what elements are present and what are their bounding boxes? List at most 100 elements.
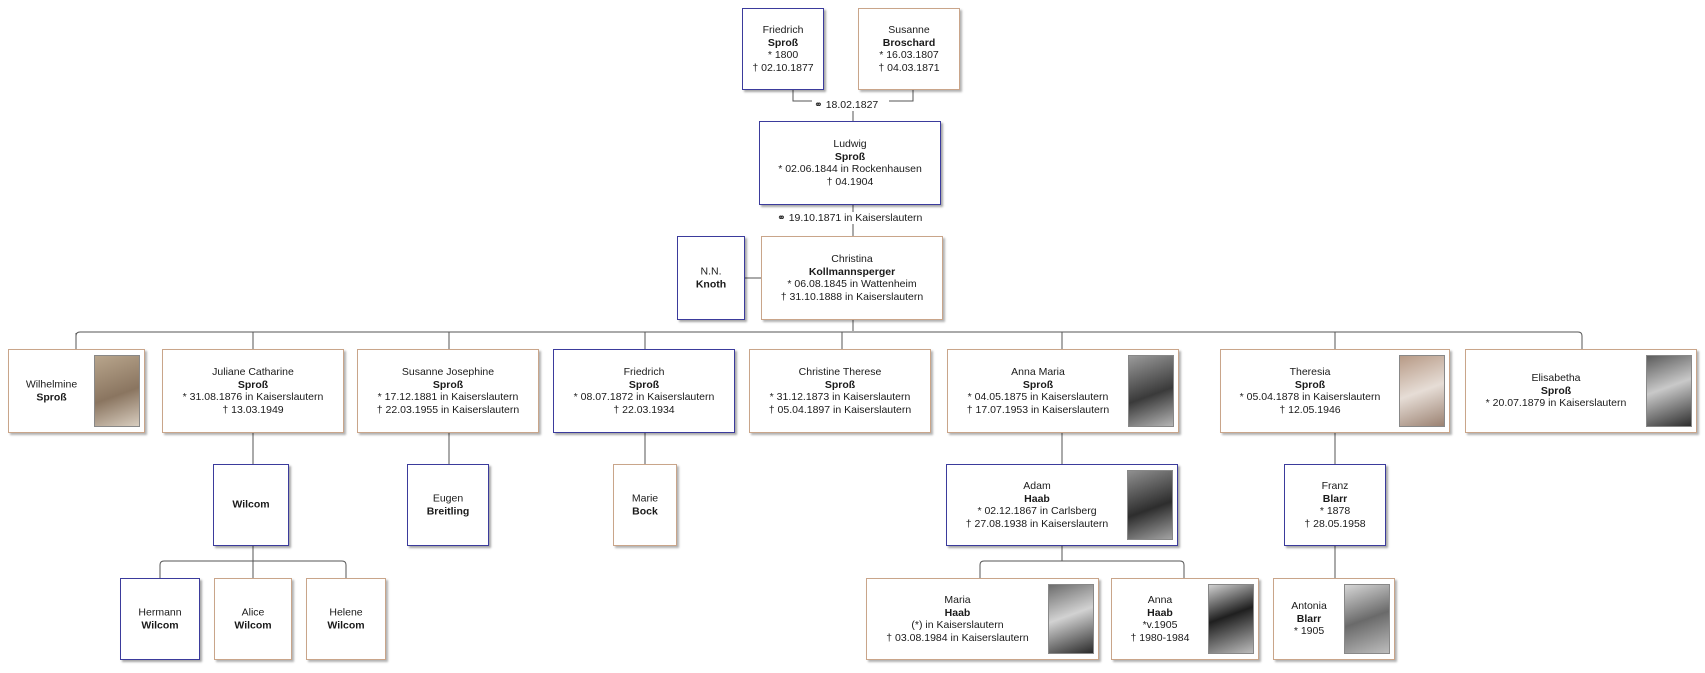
portrait-photo[interactable] <box>1048 584 1094 654</box>
life-event: * 20.07.1879 in Kaiserslautern <box>1485 397 1627 410</box>
life-event: (*) in Kaiserslautern <box>911 619 1004 631</box>
surname: Broschard <box>882 36 936 49</box>
surname: Sproß <box>1540 384 1572 397</box>
surname: Sproß <box>834 150 866 163</box>
portrait-photo[interactable] <box>1128 355 1174 427</box>
surname: Wilcom <box>141 619 179 631</box>
life-event: † 03.08.1984 in Kaiserslautern <box>886 631 1029 644</box>
life-event: * 31.08.1876 in Kaiserslautern <box>182 391 324 403</box>
life-event: * 17.12.1881 in Kaiserslautern <box>377 391 519 403</box>
given-name: Anna Maria <box>1011 365 1065 378</box>
surname: Sproß <box>36 391 67 403</box>
given-name: Alice <box>241 606 265 619</box>
given-name: Ludwig <box>833 137 867 150</box>
surname: Haab <box>944 606 971 619</box>
given-name: Hermann <box>138 606 182 619</box>
life-event: † 12.05.1946 <box>1279 403 1341 416</box>
person-details: N.N.Knoth <box>678 265 744 290</box>
surname: Sproß <box>628 378 660 391</box>
life-event: † 28.05.1958 <box>1304 517 1366 530</box>
given-name: Christine Therese <box>798 365 882 378</box>
given-name: Anna <box>1147 593 1173 606</box>
portrait-photo[interactable] <box>94 355 140 427</box>
life-event: * 1878 <box>1319 505 1351 517</box>
life-event: † 22.03.1955 in Kaiserslautern <box>376 403 520 416</box>
marriage-label-parents: ⚭ 19.10.1871 in Kaiserslautern <box>775 212 925 224</box>
given-name: Marie <box>631 492 659 505</box>
surname: Haab <box>1024 492 1050 505</box>
surname: Kollmannsperger <box>808 265 896 278</box>
life-event: * 06.08.1845 in Wattenheim <box>787 278 917 290</box>
life-event: † 04.03.1871 <box>878 61 940 74</box>
portrait-photo[interactable] <box>1399 355 1445 427</box>
surname: Haab <box>1147 606 1173 619</box>
life-event: † 02.10.1877 <box>752 61 814 74</box>
life-event: * 08.07.1872 in Kaiserslautern <box>573 391 715 403</box>
person-card-wilcom[interactable]: Wilcom <box>213 464 289 546</box>
life-event: * 02.06.1844 in Rockenhausen <box>778 163 922 175</box>
surname: Sproß <box>237 378 269 391</box>
life-event: † 05.04.1897 in Kaiserslautern <box>768 403 912 416</box>
surname: Wilcom <box>232 498 270 511</box>
portrait-photo[interactable] <box>1208 584 1254 654</box>
surname: Sproß <box>824 378 856 391</box>
surname: Sproß <box>1022 378 1054 391</box>
given-name: Susanne <box>888 23 930 36</box>
person-details: Wilcom <box>214 499 288 512</box>
surname: Bock <box>632 505 658 517</box>
life-event: † 22.03.1934 <box>613 403 675 416</box>
life-event: † 1980-1984 <box>1130 631 1190 644</box>
portrait-photo[interactable] <box>1344 584 1390 654</box>
given-name: Wilhelmine <box>25 378 78 391</box>
surname: Blarr <box>1296 612 1322 625</box>
portrait-photo[interactable] <box>1127 470 1173 540</box>
portrait-photo[interactable] <box>1646 355 1692 427</box>
person-card-nn-knoth[interactable]: N.N.Knoth <box>677 236 745 320</box>
surname: Sproß <box>1294 378 1326 391</box>
life-event: † 31.10.1888 in Kaiserslautern <box>780 290 924 303</box>
marriage-label-grandparents: ⚭ 18.02.1827 <box>812 99 881 111</box>
given-name: Adam <box>1023 479 1051 492</box>
life-event: * 02.12.1867 in Carlsberg <box>977 505 1097 517</box>
life-event: * 1905 <box>1293 625 1325 638</box>
surname: Wilcom <box>327 619 365 631</box>
life-event: *v.1905 <box>1142 619 1178 631</box>
given-name: Susanne Josephine <box>401 365 495 378</box>
